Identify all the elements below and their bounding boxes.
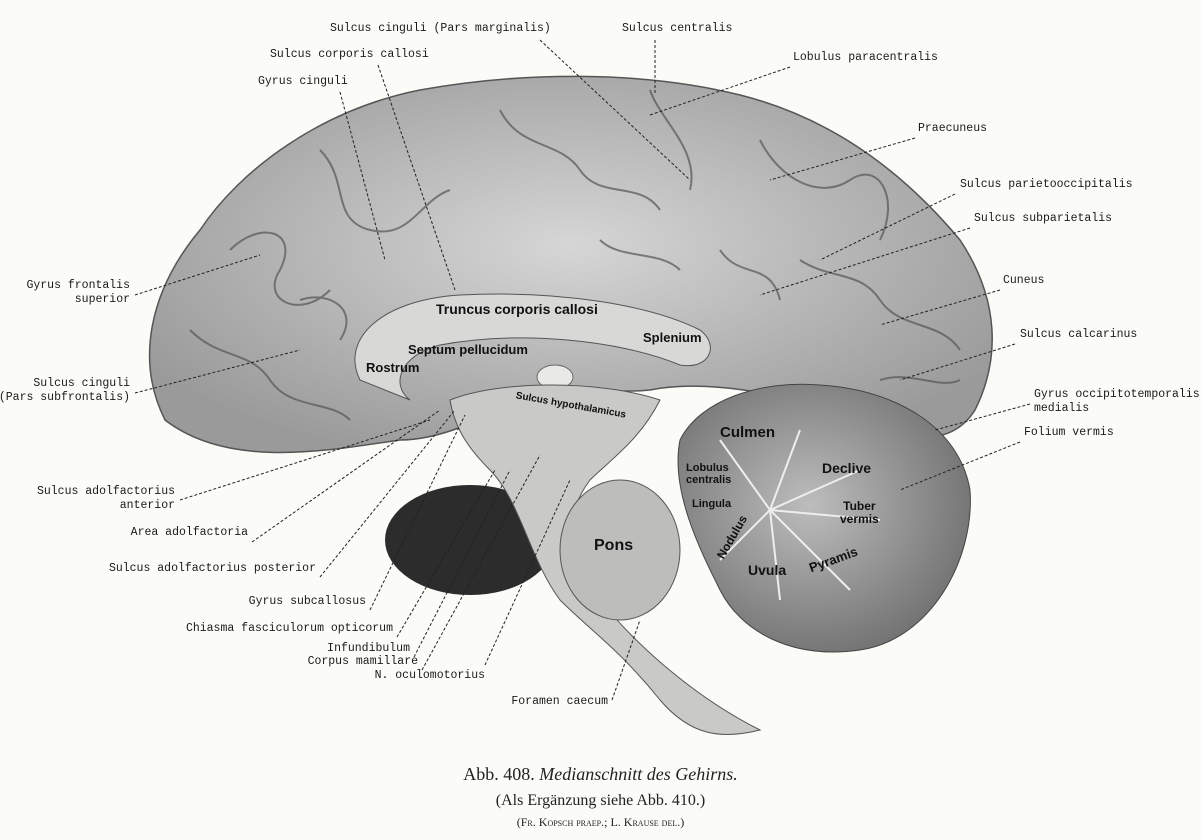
label-sulcus-centralis: Sulcus centralis <box>622 22 733 35</box>
label-pons: Pons <box>594 537 634 554</box>
label-sulcus-cinguli-subfrontalis: Sulcus cinguli(Pars subfrontalis) <box>0 377 130 405</box>
label-line-2: medialis <box>1034 402 1090 415</box>
label-cuneus: Cuneus <box>1003 274 1045 287</box>
label-gyrus-subcallosus: Gyrus subcallosus <box>248 595 366 608</box>
label-line-2: (Pars subfrontalis) <box>0 391 130 404</box>
caption-title: Medianschnitt des Gehirns. <box>539 764 738 784</box>
label-culmen: Culmen <box>720 424 776 441</box>
label-rostrum: Rostrum <box>366 360 420 375</box>
corpus-callosum <box>354 293 711 401</box>
label-infundibulum: Infundibulum <box>327 642 410 655</box>
figure-caption: Abb. 408. Medianschnitt des Gehirns. <box>0 764 1201 785</box>
label-uvula: Uvula <box>748 562 787 578</box>
label-line-1: Tuber <box>843 499 876 513</box>
label-lingula: Lingula <box>692 498 732 510</box>
label-line-2: superior <box>74 293 130 306</box>
label-line-1: Gyrus occipitotemporalis <box>1034 388 1200 401</box>
label-line-2: centralis <box>686 474 732 486</box>
label-sulcus-parietooccipitalis: Sulcus parietooccipitalis <box>960 178 1133 191</box>
arbor-vitae <box>719 429 881 601</box>
label-area-adolfactoria: Area adolfactoria <box>130 526 248 539</box>
pons <box>559 479 681 621</box>
caption-credit: (Fr. Kopsch praep.; L. Krause del.) <box>516 815 685 829</box>
label-line-1: Gyrus frontalis <box>26 279 130 292</box>
label-corpus-mamillare: Corpus mamillare <box>307 655 418 668</box>
label-lobulus-paracentralis: Lobulus paracentralis <box>793 51 938 64</box>
label-line-2: anterior <box>119 499 175 512</box>
label-line-1: Lobulus <box>686 462 729 474</box>
gyri-sulci <box>189 89 961 421</box>
label-foramen-caecum: Foramen caecum <box>511 695 608 708</box>
leader-lines <box>134 39 1031 701</box>
label-septum: Septum pellucidum <box>408 342 528 357</box>
label-folium-vermis: Folium vermis <box>1024 426 1114 439</box>
caption-number: Abb. 408. <box>463 764 535 784</box>
caption-note: (Als Ergänzung siehe Abb. 410.) <box>495 792 706 809</box>
label-sulcus-calcarinus: Sulcus calcarinus <box>1020 328 1138 341</box>
label-n-oculomotorius: N. oculomotorius <box>374 669 485 682</box>
cerebellum <box>677 383 971 653</box>
temporal-lobe <box>385 485 555 595</box>
label-splenium: Splenium <box>643 330 702 345</box>
label-chiasma: Chiasma fasciculorum opticorum <box>185 622 393 635</box>
label-line-1: Sulcus cinguli <box>33 377 130 390</box>
label-declive: Declive <box>822 460 872 476</box>
label-sulcus-corporis-callosi: Sulcus corporis callosi <box>270 48 429 61</box>
label-sulcus-subparietalis: Sulcus subparietalis <box>974 212 1113 225</box>
label-line-1: Sulcus adolfactorius <box>36 485 175 498</box>
label-truncus: Truncus corporis callosi <box>436 301 598 317</box>
label-praecuneus: Praecuneus <box>918 122 988 135</box>
label-sulcus-cinguli-marginalis: Sulcus cinguli (Pars marginalis) <box>330 22 551 35</box>
label-gyrus-cinguli: Gyrus cinguli <box>258 75 348 88</box>
label-line-2: vermis <box>840 512 879 526</box>
label-sulcus-adolfactorius-posterior: Sulcus adolfactorius posterior <box>108 562 316 575</box>
brainstem <box>449 384 762 736</box>
